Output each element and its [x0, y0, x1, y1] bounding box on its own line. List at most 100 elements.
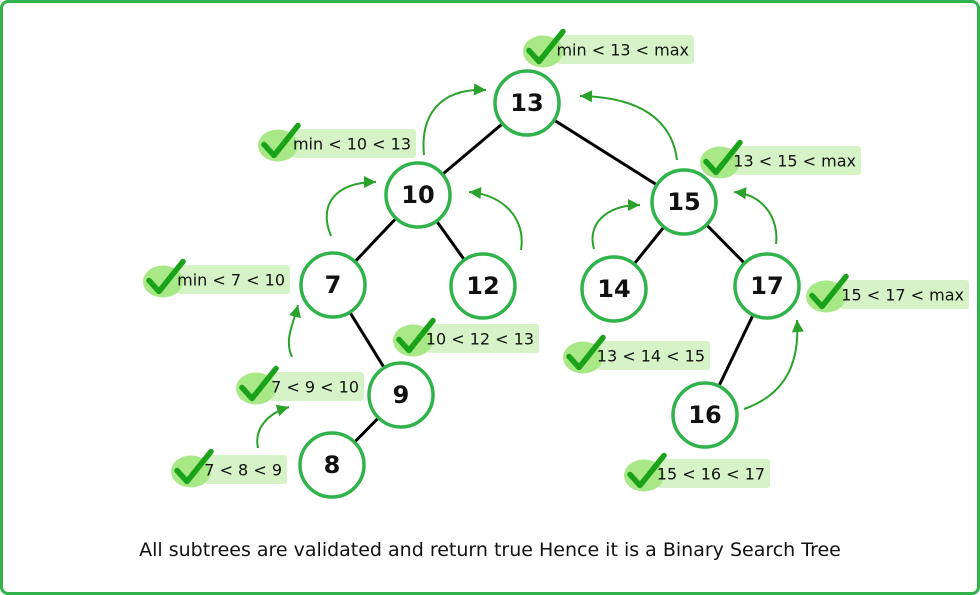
validation-label: 7 < 9 < 10 [236, 365, 364, 405]
label-background [292, 129, 416, 158]
arrow-head-icon [364, 176, 376, 188]
checkmark-icon [393, 317, 436, 357]
arrow-head-icon [289, 305, 301, 319]
tree-node-14: 14 [580, 255, 648, 323]
node-value: 7 [325, 271, 342, 299]
node-value: 10 [401, 181, 434, 209]
return-arrow [422, 83, 487, 156]
node-value: 9 [393, 381, 410, 409]
checkmark-icon [563, 334, 606, 374]
label-text: 15 < 16 < 17 [657, 465, 765, 484]
node-circle [580, 255, 648, 323]
tree-node-7: 7 [299, 251, 367, 319]
tree-node-15: 15 [650, 168, 718, 236]
checkmark-stroke [809, 273, 849, 310]
validation-label: 13 < 14 < 15 [563, 334, 710, 374]
arrow-curve [325, 181, 377, 237]
arrow-head-icon [473, 83, 486, 96]
validation-label: 15 < 16 < 17 [624, 452, 770, 492]
checkmark-icon [624, 452, 667, 492]
label-background [658, 459, 770, 488]
node-circle [449, 252, 517, 320]
return-arrow [743, 319, 804, 410]
tree-node-9: 9 [367, 361, 435, 429]
label-text: min < 13 < max [556, 41, 689, 60]
node-value: 14 [597, 275, 630, 303]
validation-label: min < 10 < 13 [258, 122, 416, 162]
arrow-curve [468, 191, 523, 251]
tree-node-8: 8 [298, 431, 366, 499]
validation-label: 10 < 12 < 13 [393, 317, 539, 357]
arrow-head-icon [469, 186, 482, 199]
checkmark-stroke [261, 122, 301, 159]
return-arrow [591, 199, 641, 250]
caption: All subtrees are validated and return tr… [139, 539, 841, 561]
checkmark-stroke [627, 452, 667, 489]
validation-label: min < 7 < 10 [143, 258, 290, 298]
checkmark-stroke [146, 258, 186, 295]
checkmark-icon [258, 122, 301, 162]
label-text: 13 < 14 < 15 [597, 347, 705, 366]
node-circle [299, 251, 367, 319]
checkmark-stroke [174, 448, 214, 485]
return-arrow [256, 404, 290, 449]
tree-nodes: 13 10 15 7 12 14 17 9 8 16 [298, 69, 801, 499]
arrow-curve [743, 319, 799, 410]
node-value: 8 [324, 451, 341, 479]
node-value: 16 [688, 401, 721, 429]
node-value: 15 [667, 188, 700, 216]
validation-label: 15 < 17 < max [806, 273, 969, 313]
node-circle [671, 381, 739, 449]
arrow-head-icon [791, 320, 804, 333]
checkmark-stroke [703, 139, 743, 176]
validation-label: 13 < 15 < max [700, 139, 861, 179]
label-background [270, 372, 364, 401]
tree-node-10: 10 [384, 161, 452, 229]
node-value: 12 [466, 272, 499, 300]
label-background [734, 146, 861, 175]
node-value: 17 [750, 272, 783, 300]
tree-node-17: 17 [733, 252, 801, 320]
arrow-head-icon [734, 187, 747, 200]
node-circle [384, 161, 452, 229]
label-text: 7 < 8 < 9 [204, 461, 282, 480]
arrow-curve [579, 95, 678, 161]
label-text: 10 < 12 < 13 [426, 330, 534, 349]
checkmark-stroke [526, 28, 566, 65]
checkmark-stroke [566, 334, 606, 371]
checkmark-icon [700, 139, 743, 179]
label-background [840, 280, 969, 309]
label-text: min < 10 < 13 [293, 135, 411, 154]
arrow-curve [591, 204, 641, 250]
label-background [597, 341, 710, 370]
tree-node-16: 16 [671, 381, 739, 449]
node-circle [650, 168, 718, 236]
node-value: 13 [510, 89, 543, 117]
arrow-head-icon [580, 90, 593, 103]
return-arrow [325, 176, 377, 237]
label-background [205, 455, 287, 484]
bst-validation-diagram: 13 10 15 7 12 14 17 9 8 16 min < 13 < max min < 10 … [143, 28, 969, 499]
tree-node-13: 13 [493, 69, 561, 137]
return-arrow [287, 304, 301, 358]
tree-node-12: 12 [449, 252, 517, 320]
validation-label: 7 < 8 < 9 [171, 448, 287, 488]
label-background [557, 35, 694, 64]
label-text: 13 < 15 < max [733, 152, 856, 171]
node-circle [367, 361, 435, 429]
checkmark-icon [523, 28, 566, 68]
checkmark-icon [143, 258, 186, 298]
checkmark-icon [806, 273, 849, 313]
checkmark-stroke [396, 317, 436, 354]
node-circle [733, 252, 801, 320]
checkmark-icon [171, 448, 214, 488]
node-circle [493, 69, 561, 137]
label-background [427, 324, 539, 353]
checkmark-stroke [239, 365, 279, 402]
arrow-head-icon [628, 199, 640, 211]
validation-labels: min < 13 < max min < 10 < 13 13 < 15 < max… [143, 28, 969, 492]
return-arrow [468, 186, 523, 251]
label-text: 15 < 17 < max [841, 286, 964, 305]
label-text: min < 7 < 10 [177, 271, 285, 290]
